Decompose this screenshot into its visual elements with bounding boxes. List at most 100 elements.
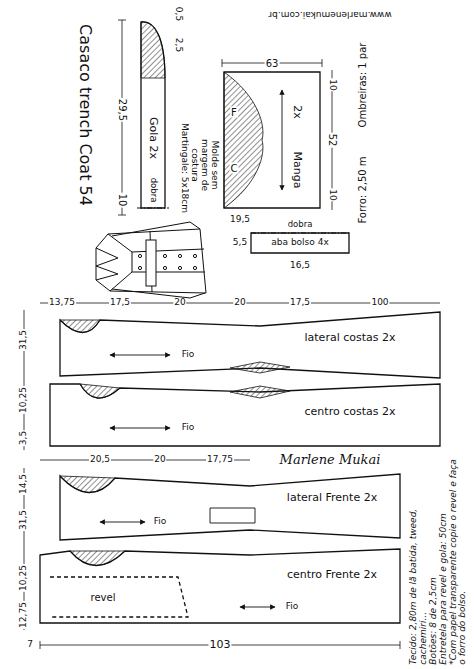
dimension-lines [322,59,323,67]
dimension: 10,25 [19,564,29,592]
coat-illustration [96,222,206,298]
piece-outline [40,549,400,623]
piece-note: Fio [153,517,168,527]
hatched-area [141,22,165,78]
dimension: 31,5 [19,509,29,531]
piece-name: centro costas 2x [304,406,397,418]
coat-illustration [146,240,156,286]
dimension: 20 [153,455,166,465]
piece-name: lateral costas 2x [304,332,397,344]
coat-illustration [193,266,196,269]
dimension: 3,5 [19,430,29,446]
seam-note: Molde sem margem de costura [189,124,219,206]
coat-illustration [132,249,205,272]
dimension: 2,5 [173,37,183,53]
dimension: 20,5 [89,455,111,465]
grain-line [110,355,170,356]
dimension: 100 [370,298,389,308]
side-mark: F [230,107,238,118]
dimension-lines [118,20,126,21]
fabric-note: Tecido: 2,80m de lã batida, tweed, cache… [409,455,429,665]
dimension: 10 [117,193,128,208]
dimension-lines [118,215,126,216]
center-front-piece: centro Frente 2xFiorevel [40,545,400,630]
piece-note: 2x [291,104,303,120]
piece-outline [60,474,400,540]
piece-outline [50,577,188,617]
dimension: 5,5 [232,238,248,248]
dimension: 17,75 [206,455,234,465]
lining-note: Forro: 2,50 m [357,155,368,224]
coat-illustration [138,266,141,269]
dimension: 52 [327,133,338,148]
dimension: 10,25 [19,386,29,414]
piece-outline [141,22,165,208]
coat-illustration [112,222,205,298]
dimension: 16,5 [289,261,311,271]
hatched-area [60,476,115,493]
dimension: 10 [327,188,337,201]
website: www.marlenemukai.com.br [267,9,392,19]
coat-illustration [96,248,118,280]
piece-note: dobra [148,177,157,204]
coat-illustration [108,234,132,291]
piece-outline [50,384,440,446]
piece-outline [60,312,440,378]
coat-illustration [178,266,181,269]
dimension: 0,5 [173,6,183,22]
fabric-notes: Tecido: 2,80m de lã batida, tweed, cache… [409,455,468,665]
grain-line [110,428,170,429]
piece-outline [48,575,193,621]
side-mark: C [230,163,239,174]
fabric-note: *Com papel transparente copie o revel e … [449,455,469,665]
coat-illustration [138,254,141,257]
grain-line [210,508,255,523]
fabric-note: Entretela para revel e gola: 50cm [439,455,449,665]
dimension: 31,5 [19,329,29,351]
martingale-note: Martingale: 5x18cm [179,122,189,214]
piece-name: aba bolso 4x [270,238,329,248]
dimension: 10 [327,78,337,91]
collar-piece: Gola 2x dobra [135,18,171,216]
piece-name: lateral Frente 2x [286,492,378,504]
center-back-piece: centro costas 2x Fio [40,380,440,450]
dimension: 17,5 [109,298,131,308]
dimension-lines [24,20,440,649]
dimension: 19,5 [229,215,251,225]
pocket-flap-piece: aba bolso 4xdobra [250,232,350,254]
dimension: 14,5 [19,473,29,495]
hatched-area [70,551,125,566]
facing-piece: revel [48,575,193,621]
hatched-area [230,362,290,373]
signature: Marlene Mukai [279,453,382,467]
piece-note: Fio [181,423,196,433]
coat-illustration [193,254,196,257]
sleeve-piece: Manga2x [222,70,322,210]
side-back-piece: lateral costas 2x Fio [40,310,440,380]
piece-name: Gola 2x [147,116,159,160]
grain-line [282,90,283,190]
piece-outline [40,468,400,545]
piece-name: centro Frente 2x [286,569,378,581]
dimension-lines [400,641,401,649]
piece-name: revel [90,592,117,603]
hatched-area [60,320,100,333]
dimension: 103 [209,639,232,651]
piece-outline [251,233,349,253]
coat-illustration [163,254,166,257]
shoulder-pad-note: Ombreiras: 1 par [357,42,368,129]
piece-outline [40,310,440,380]
piece-outline [222,70,322,210]
dimension-lines [222,59,223,67]
dimension: 12,75 [19,601,29,629]
piece-note: Fio [181,350,196,360]
dimension: 20 [233,298,246,308]
dimension: 13,75 [48,298,76,308]
fabric-note: Botões: 8 de 2,5cm [429,455,439,665]
hatched-area [230,386,290,398]
dimension-lines [40,641,41,649]
dimension: 29,5 [117,98,128,122]
hatched-area [80,384,120,398]
